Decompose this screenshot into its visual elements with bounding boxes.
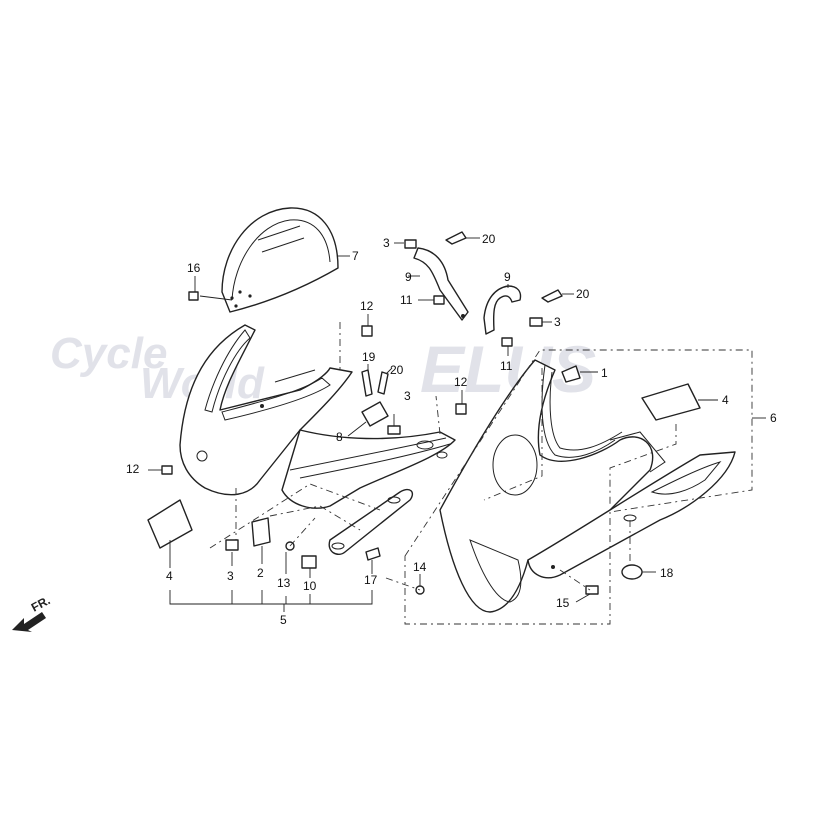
clip-20a [445,231,467,245]
screw-16 [188,291,199,301]
screw-12b [455,403,467,415]
callout-6: 6 [770,411,777,425]
direction-label: FR. [29,593,53,614]
sticker-4a [641,383,701,421]
sticker-4b [147,499,193,549]
callout-4: 4 [722,393,729,407]
callout-2: 2 [257,566,264,580]
callout-12: 12 [360,299,374,313]
clip-20b [541,289,563,303]
callout-14: 14 [413,560,427,574]
screw-12a [361,325,373,337]
upper-cowl-part[interactable] [179,324,456,509]
cushion-8 [361,401,389,427]
callout-20: 20 [390,363,404,377]
grommet-2 [251,517,271,547]
callout-3: 3 [383,236,390,250]
callout-8: 8 [336,430,343,444]
front-direction-indicator: FR. [12,593,52,632]
callout-4: 4 [166,569,173,583]
callout-3: 3 [554,315,561,329]
hardware [147,231,701,595]
callout-3: 3 [227,569,234,583]
callout-20: 20 [576,287,590,301]
callout-5: 5 [280,613,287,627]
stay-left[interactable] [413,247,469,321]
reference-lines [209,322,753,625]
collar-3a [404,239,417,249]
bolt-11a [433,295,445,305]
bolt-11b [501,337,513,347]
callout-20: 20 [482,232,496,246]
rubber-1 [561,365,581,383]
watermark-line1: Cycle [50,329,167,378]
callout-11: 11 [400,293,413,307]
callout-9: 9 [504,270,511,284]
stay-right[interactable] [483,285,522,335]
screw-12c [161,465,173,475]
callout-13: 13 [277,576,291,590]
clip-20c [377,371,389,395]
callout-3: 3 [404,389,411,403]
callout-11: 11 [500,359,513,373]
pin-19 [361,369,373,397]
windscreen-part[interactable] [221,207,339,313]
nut-10 [301,555,317,569]
screw-17 [365,547,381,561]
callout-16: 16 [187,261,201,275]
callout-7: 7 [352,249,359,263]
callout-9: 9 [405,270,412,284]
middle-cowl-strip[interactable] [328,488,414,556]
callout-15: 15 [556,596,570,610]
callout-19: 19 [362,350,376,364]
leader-lines [148,237,766,612]
collar-3b [529,317,543,327]
callout-18: 18 [660,566,674,580]
callout-12: 12 [126,462,140,476]
callout-10: 10 [303,579,317,593]
collar-3d [225,539,239,551]
callout-12: 12 [454,375,468,389]
arrow-icon [12,612,46,632]
screw-15 [585,585,599,595]
collar-3c [387,425,401,435]
callout-17: 17 [364,573,378,587]
callout-1: 1 [601,366,608,380]
cushion-18 [621,564,643,580]
callout-labels: 7 16 3 20 9 11 9 20 3 11 12 19 20 3 8 12… [126,232,777,627]
